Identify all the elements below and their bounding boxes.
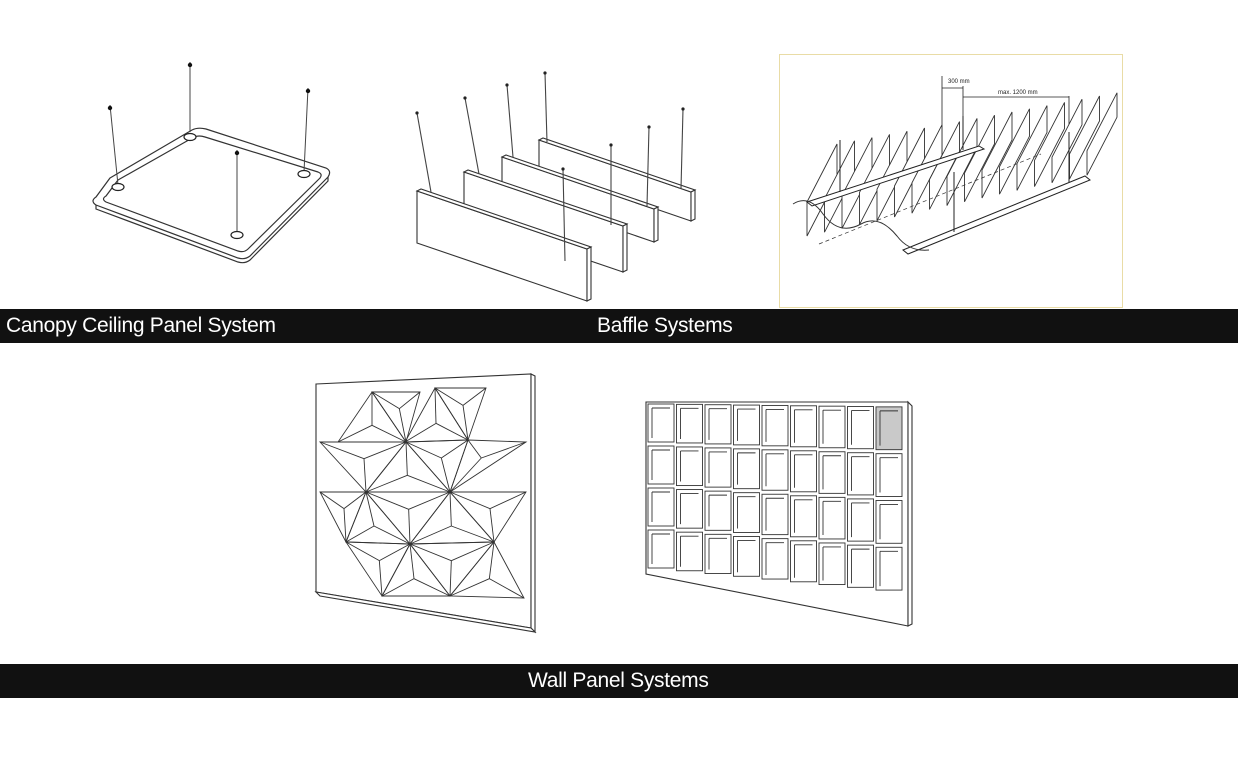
canopy-caption: Canopy Ceiling Panel System (6, 314, 276, 337)
baffle-blade (1051, 98, 1083, 184)
pyramid-ridge (337, 424, 373, 443)
pyramid-ridge (449, 491, 452, 527)
pyramid-ridge (373, 525, 411, 545)
pyramid-ridge (399, 391, 421, 410)
pyramid-ridge (363, 441, 407, 460)
acoustic-tiles (647, 403, 903, 591)
pyramid-ridge (408, 509, 411, 545)
triangle-panel-drawing (314, 373, 537, 634)
pyramid-ridge (409, 543, 452, 562)
pyramid-ridge (488, 541, 495, 579)
tile-panel-drawing (645, 400, 913, 627)
pyramid-ridge (365, 491, 409, 510)
pyramid-ridge (378, 560, 383, 597)
pyramid-ridge (343, 491, 367, 510)
pyramid-ridge (462, 405, 469, 441)
pyramid-ridge (489, 578, 525, 599)
pyramid-pattern (318, 387, 528, 599)
pyramid-facet (449, 439, 528, 494)
pyramid-ridge (449, 578, 490, 597)
baffle-systems-illustration (405, 65, 705, 305)
pyramid-ridge (451, 541, 495, 562)
pyramid-ridge (451, 525, 495, 543)
pyramid-ridge (409, 525, 452, 545)
wall-caption: Wall Panel Systems (528, 669, 709, 692)
pyramid-ridge (449, 560, 452, 597)
pyramid-ridge (407, 474, 451, 493)
baffle-blade (981, 111, 1013, 199)
pyramid-ridge (408, 491, 451, 510)
spacing-label: 300 mm (948, 79, 970, 85)
pyramid-ridge (434, 387, 437, 424)
baffle-blade (999, 108, 1030, 195)
pyramid-ridge (449, 457, 482, 493)
pyramid-ridge (405, 441, 408, 476)
pyramid-ridge (435, 422, 469, 441)
pyramid-ridge (413, 578, 451, 597)
pyramid-ridge (365, 491, 375, 527)
pyramid-ridge (441, 439, 469, 459)
baffle-blade (1034, 102, 1065, 187)
pyramid-ridge (449, 491, 491, 510)
canopy-panel-drawing (92, 62, 331, 264)
pyramid-ridge (409, 543, 415, 579)
pyramid-ridge (405, 441, 442, 459)
canopy-ceiling-panel-illustration (80, 50, 340, 265)
pyramid-ridge (365, 474, 408, 493)
pyramid-ridge (489, 491, 527, 510)
baffle-blade (1086, 92, 1118, 176)
pyramid-ridge (398, 408, 407, 443)
pyramid-ridge (440, 457, 451, 493)
pyramid-facet (371, 391, 421, 444)
pyramid-ridge (343, 508, 347, 543)
baffle-drawing (415, 71, 697, 302)
pyramid-ridge (379, 543, 411, 562)
pyramid-ridge (467, 439, 482, 459)
baffle-blade (964, 114, 995, 203)
baffle-blades (806, 92, 1118, 237)
pyramid-ridge (345, 541, 380, 562)
baffle-caption: Baffle Systems (597, 314, 733, 337)
pyramid-ridge (363, 458, 367, 493)
pyramid-ridge (434, 387, 464, 406)
pyramid-facet (434, 387, 487, 442)
tile-wall-panel-illustration (640, 398, 920, 630)
pyramid-ridge (371, 424, 407, 443)
caption-bar-wall: Wall Panel Systems (0, 664, 1238, 698)
pyramid-ridge (404, 422, 437, 443)
pyramid-ridge (345, 525, 375, 543)
baffle-blade (1016, 105, 1048, 191)
caption-bar-ceiling: Canopy Ceiling Panel System Baffle Syste… (0, 309, 1238, 343)
max-spacing-label: max. 1200 mm (998, 90, 1038, 96)
pyramid-ridge (319, 441, 365, 460)
triangle-wall-panel-illustration (310, 370, 540, 638)
pyramid-ridge (462, 387, 487, 406)
baffle-grid-drawing: 300 mm max. 1200 mm (779, 54, 1123, 308)
pyramid-ridge (319, 491, 345, 510)
baffle-grid-technical-drawing: 300 mm max. 1200 mm (779, 54, 1123, 308)
pyramid-ridge (371, 391, 400, 410)
pyramid-ridge (481, 441, 527, 459)
pyramid-facet (449, 491, 527, 543)
pyramid-ridge (381, 578, 415, 597)
pyramid-ridge (489, 508, 495, 543)
pyramid-facet (449, 541, 525, 599)
